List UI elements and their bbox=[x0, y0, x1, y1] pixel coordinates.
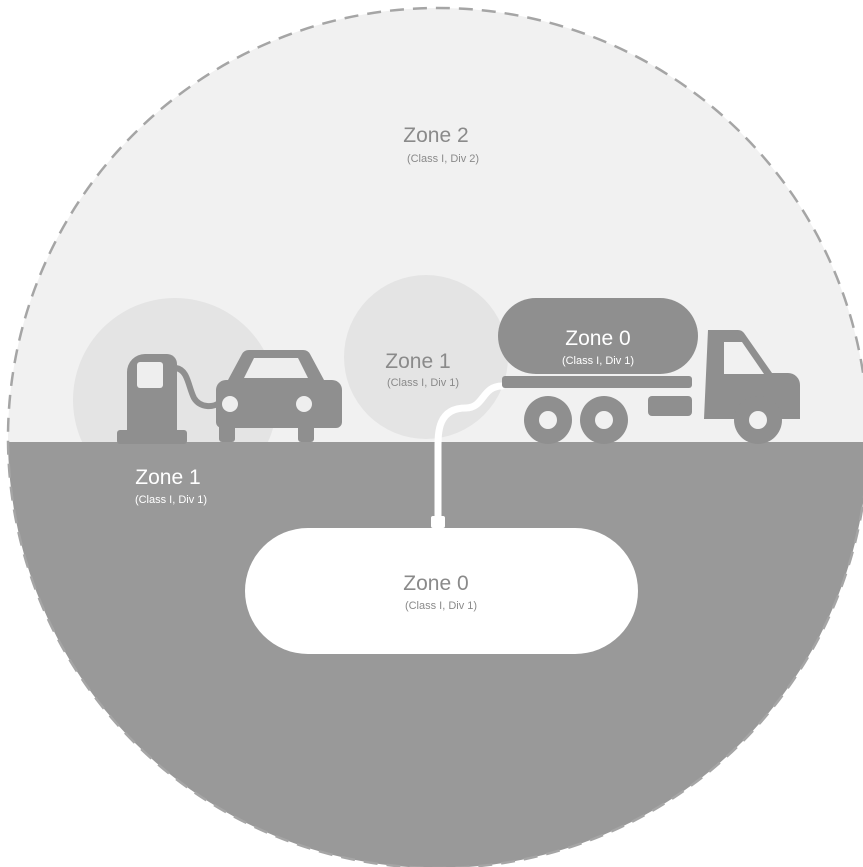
zone2-subtitle: (Class I, Div 2) bbox=[407, 153, 479, 165]
dispenser-zone1-title: Zone 1 bbox=[135, 466, 200, 489]
transfer-zone1-title: Zone 1 bbox=[385, 350, 450, 373]
hose-coupling bbox=[431, 516, 445, 528]
tank-zone0-title: Zone 0 bbox=[403, 572, 468, 595]
tank-zone0-subtitle: (Class I, Div 1) bbox=[405, 600, 477, 612]
zone2-title: Zone 2 bbox=[403, 124, 468, 147]
dispenser-zone1-subtitle: (Class I, Div 1) bbox=[135, 494, 207, 506]
ground bbox=[0, 442, 863, 867]
truck-zone0-title: Zone 0 bbox=[565, 327, 630, 350]
transfer-zone1-subtitle: (Class I, Div 1) bbox=[387, 377, 459, 389]
truck-zone0-subtitle: (Class I, Div 1) bbox=[562, 355, 634, 367]
